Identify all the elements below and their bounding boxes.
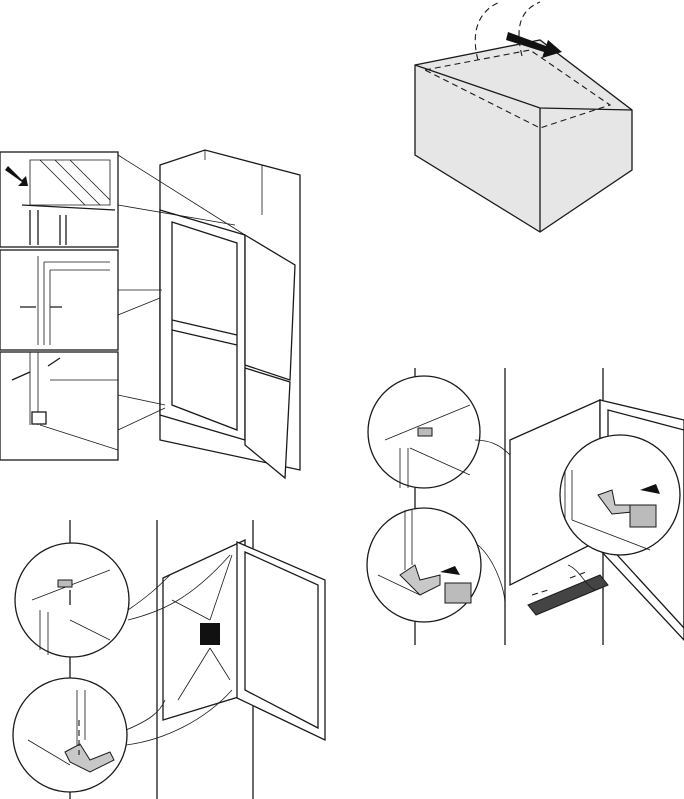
fig-screw-mounting [12, 520, 326, 799]
cover-part [444, 582, 472, 604]
arrow-icon [640, 484, 660, 494]
arrow-icon [5, 166, 28, 186]
detail-circle-bottom [12, 677, 128, 793]
detail-circle-hinge-bottom [366, 507, 482, 623]
cover-part [629, 504, 657, 528]
marker-square [200, 623, 220, 645]
cover-strip [527, 574, 609, 616]
detail-inset-top [0, 151, 119, 248]
detail-circle-top [14, 542, 130, 658]
arrow-icon [440, 566, 460, 575]
fig-door-alignment [0, 149, 301, 480]
fig-box-unpacking [414, 1, 633, 233]
detail-inset-bottom [0, 351, 119, 461]
detail-circle-hinge-right [559, 434, 681, 556]
pull-arrow-icon [506, 32, 562, 58]
fig-hinge-cover-fitting [366, 368, 684, 645]
detail-inset-middle [0, 249, 119, 351]
